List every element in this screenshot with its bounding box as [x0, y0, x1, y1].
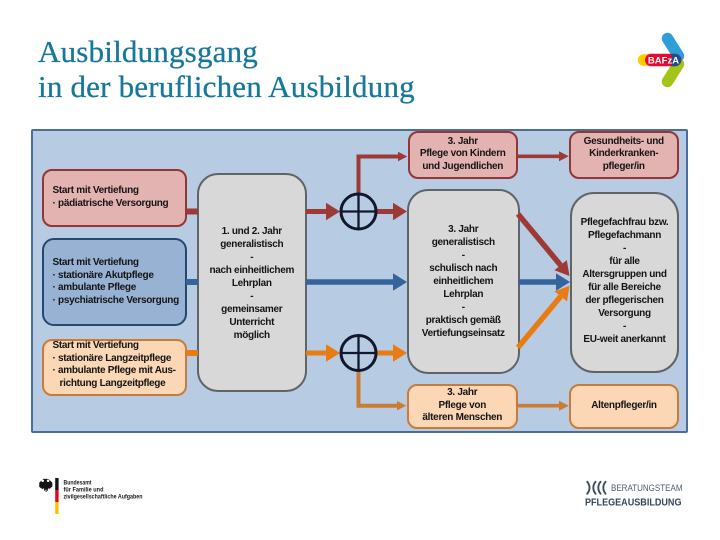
svg-text:PFLEGEAUSBILDUNG: PFLEGEAUSBILDUNG: [585, 497, 682, 509]
svg-text:Bundesamt: Bundesamt: [64, 480, 93, 487]
svg-text:BERATUNGSTEAM: BERATUNGSTEAM: [611, 483, 683, 493]
svg-text:zivilgesellschaftliche Aufgabe: zivilgesellschaftliche Aufgaben: [64, 494, 143, 501]
svg-text:für Familie und: für Familie und: [64, 487, 104, 494]
svg-text:BAFzA: BAFzA: [648, 56, 679, 67]
